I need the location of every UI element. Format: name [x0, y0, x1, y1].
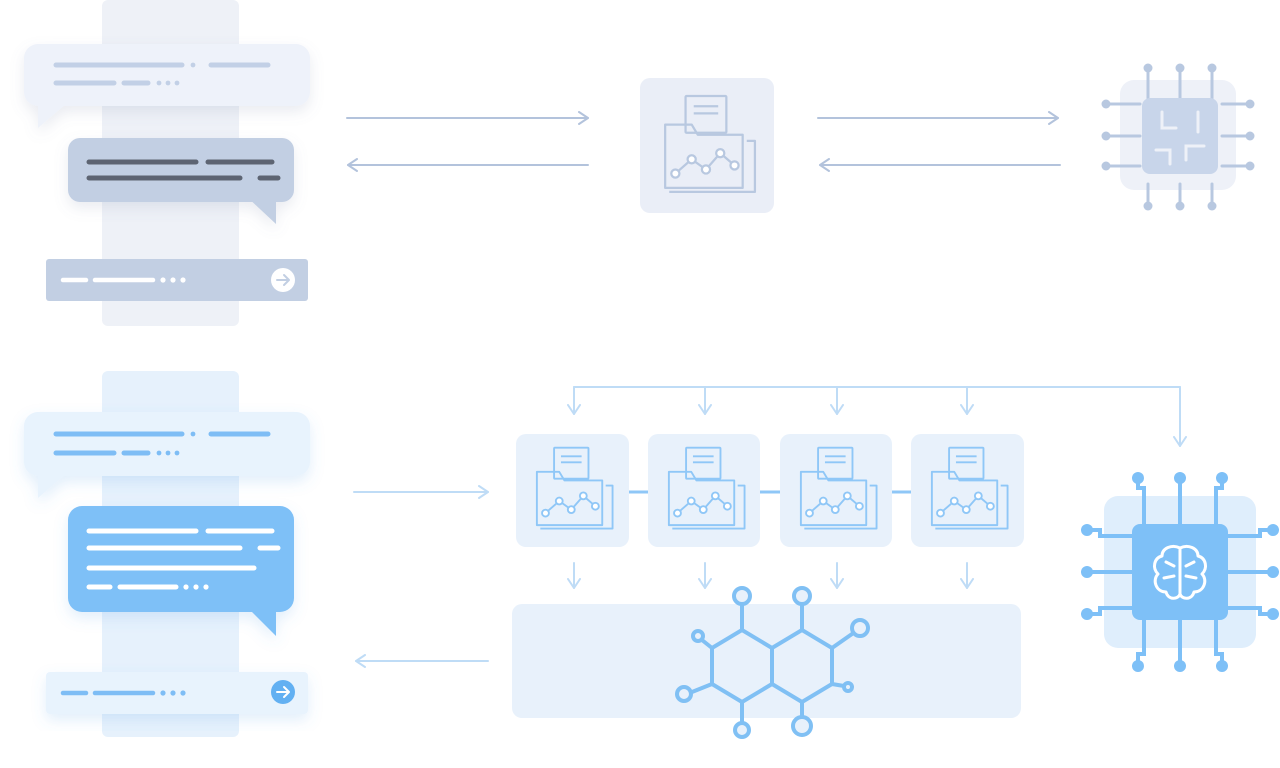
bottom-user-bubble-lines	[53, 431, 271, 456]
document-tile	[780, 434, 892, 547]
bottom-user-bubble	[24, 412, 310, 498]
top-document-panel	[640, 78, 774, 213]
top-arrows-right	[817, 111, 1061, 172]
top-arrows-left	[346, 111, 589, 172]
top-reply-bubble	[68, 138, 294, 224]
bottom-message-input[interactable]	[46, 672, 308, 714]
top-send-icon[interactable]	[271, 268, 295, 292]
bottom-send-icon[interactable]	[271, 680, 295, 704]
top-user-bubble-lines	[53, 62, 271, 86]
molecule-graph-icon	[675, 586, 870, 739]
bottom-message-input-content	[60, 690, 186, 696]
document-tile	[911, 434, 1024, 547]
top-user-bubble	[24, 44, 310, 128]
distribution-bus	[567, 386, 1187, 447]
brain-icon	[1153, 544, 1207, 600]
bottom-reply-bubble-lines	[86, 528, 281, 590]
bottom-ai-brain-chip-icon	[1081, 472, 1279, 672]
top-processor-chip-icon	[1101, 63, 1255, 211]
tile-to-graph-arrows	[567, 562, 974, 589]
document-tile	[516, 434, 629, 547]
bottom-chat-panel	[24, 371, 310, 737]
top-reply-bubble-lines	[86, 159, 281, 181]
document-tile	[648, 434, 760, 547]
top-chat-panel	[24, 0, 310, 326]
knowledge-graph-panel	[512, 604, 1021, 718]
bottom-document-tiles	[516, 434, 1024, 547]
top-message-input[interactable]	[46, 259, 308, 301]
